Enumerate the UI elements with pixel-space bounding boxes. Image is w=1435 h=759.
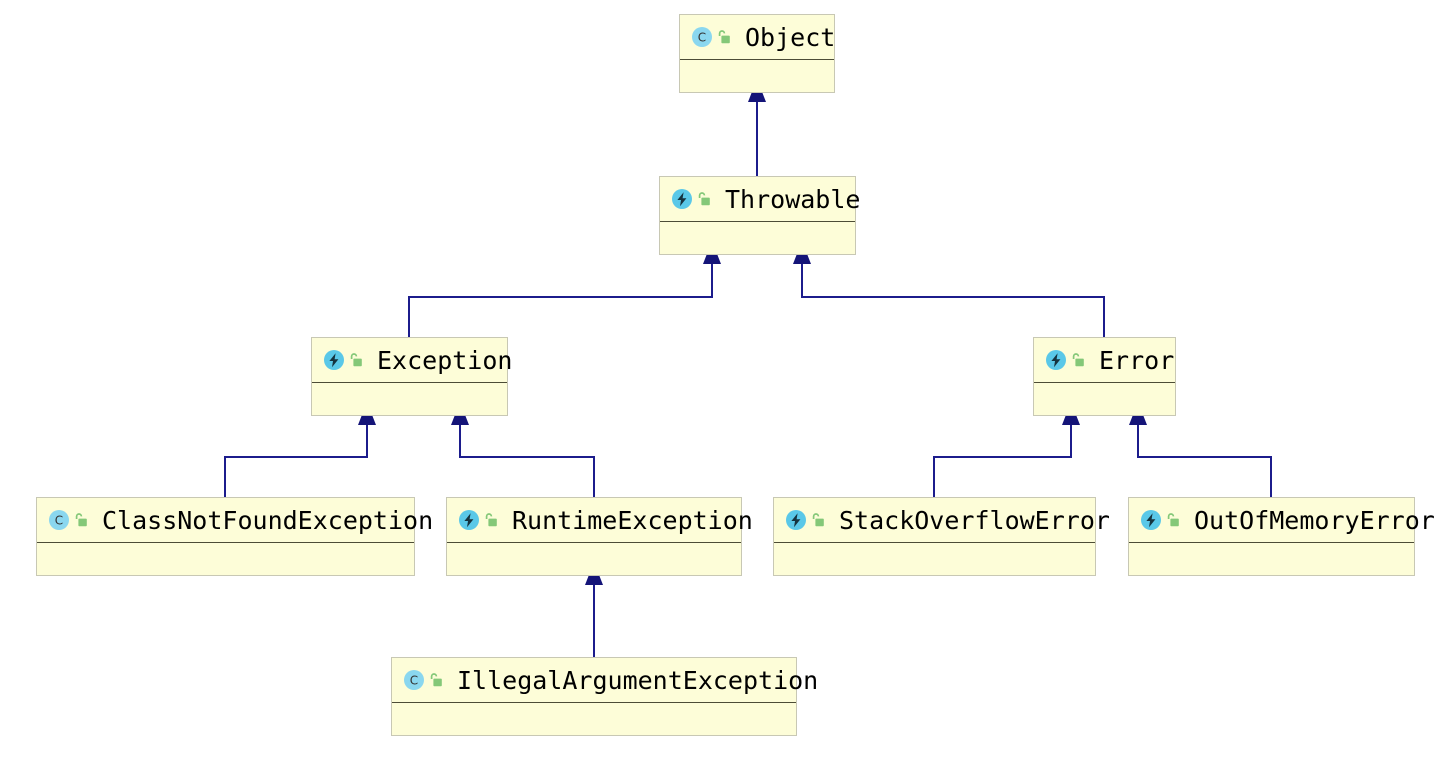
uml-class-name: Exception [377,345,513,375]
uml-class-header: Throwable [660,177,860,222]
open-padlock-icon [718,30,730,44]
exception-bolt-icon [786,510,806,530]
uml-class-name: Object [745,22,836,52]
uml-class-name: RuntimeException [512,505,753,535]
edge-line [224,423,368,497]
uml-class-members-compartment [37,543,414,575]
uml-class-name: Error [1099,345,1175,375]
open-padlock-icon [1167,513,1179,527]
uml-class-error[interactable]: Error [1033,337,1176,416]
inheritance-edge-exception-throwable [408,241,721,337]
uml-class-object[interactable]: C Object [679,14,835,93]
open-padlock-icon [698,192,710,206]
uml-class-members-compartment [1129,543,1414,575]
uml-class-exception[interactable]: Exception [311,337,512,416]
uml-class-header: Exception [312,338,512,383]
uml-class-name: Throwable [725,184,861,214]
uml-class-header: RuntimeException [447,498,753,543]
uml-class-name: ClassNotFoundException [102,505,434,535]
svg-text:C: C [55,514,63,528]
uml-class-header: C Object [680,15,836,60]
edge-line [408,262,713,337]
exception-bolt-icon [1046,350,1066,370]
exception-bolt-icon [459,510,479,530]
uml-class-members-compartment [447,543,741,575]
uml-class-header: Error [1034,338,1175,383]
uml-class-members-compartment [660,222,855,254]
class-circle-icon: C [49,510,69,530]
uml-class-name: IllegalArgumentException [457,665,819,695]
open-padlock-icon [75,513,87,527]
uml-class-name: StackOverflowError [839,505,1110,535]
svg-text:C: C [698,31,706,45]
open-padlock-icon [1072,353,1084,367]
edge-line [933,423,1072,497]
svg-text:C: C [410,674,418,688]
edge-line [459,423,595,497]
uml-class-throwable[interactable]: Throwable [659,176,860,255]
inheritance-edge-illegalargument-runtime [585,562,603,657]
inheritance-edge-stackoverflow-error [933,402,1080,497]
class-circle-icon: C [692,27,712,47]
edge-line [1137,423,1272,497]
exception-bolt-icon [672,189,692,209]
class-circle-icon: C [404,670,424,690]
exception-bolt-icon [324,350,344,370]
uml-class-stackoverflow[interactable]: StackOverflowError [773,497,1110,576]
edge-line [801,262,1105,337]
uml-class-header: StackOverflowError [774,498,1110,543]
uml-class-outofmemory[interactable]: OutOfMemoryError [1128,497,1435,576]
uml-class-members-compartment [680,60,834,92]
inheritance-edge-runtime-exception [451,402,595,497]
open-padlock-icon [812,513,824,527]
inheritance-edge-throwable-object [748,79,766,176]
exception-bolt-icon [1141,510,1161,530]
open-padlock-icon [350,353,362,367]
uml-class-header: OutOfMemoryError [1129,498,1435,543]
uml-class-name: OutOfMemoryError [1194,505,1435,535]
uml-class-members-compartment [312,383,507,415]
uml-class-members-compartment [392,703,796,735]
uml-class-runtime[interactable]: RuntimeException [446,497,753,576]
uml-class-header: C IllegalArgumentException [392,658,818,703]
open-padlock-icon [485,513,497,527]
uml-class-header: C ClassNotFoundException [37,498,433,543]
uml-class-illegalargument[interactable]: C IllegalArgumentException [391,657,818,736]
uml-class-classnotfound[interactable]: C ClassNotFoundException [36,497,433,576]
uml-class-members-compartment [774,543,1095,575]
inheritance-edge-outofmemory-error [1129,402,1272,497]
open-padlock-icon [430,673,442,687]
inheritance-edge-error-throwable [793,241,1105,337]
inheritance-edge-classnotfound-exception [224,402,376,497]
uml-class-members-compartment [1034,383,1175,415]
